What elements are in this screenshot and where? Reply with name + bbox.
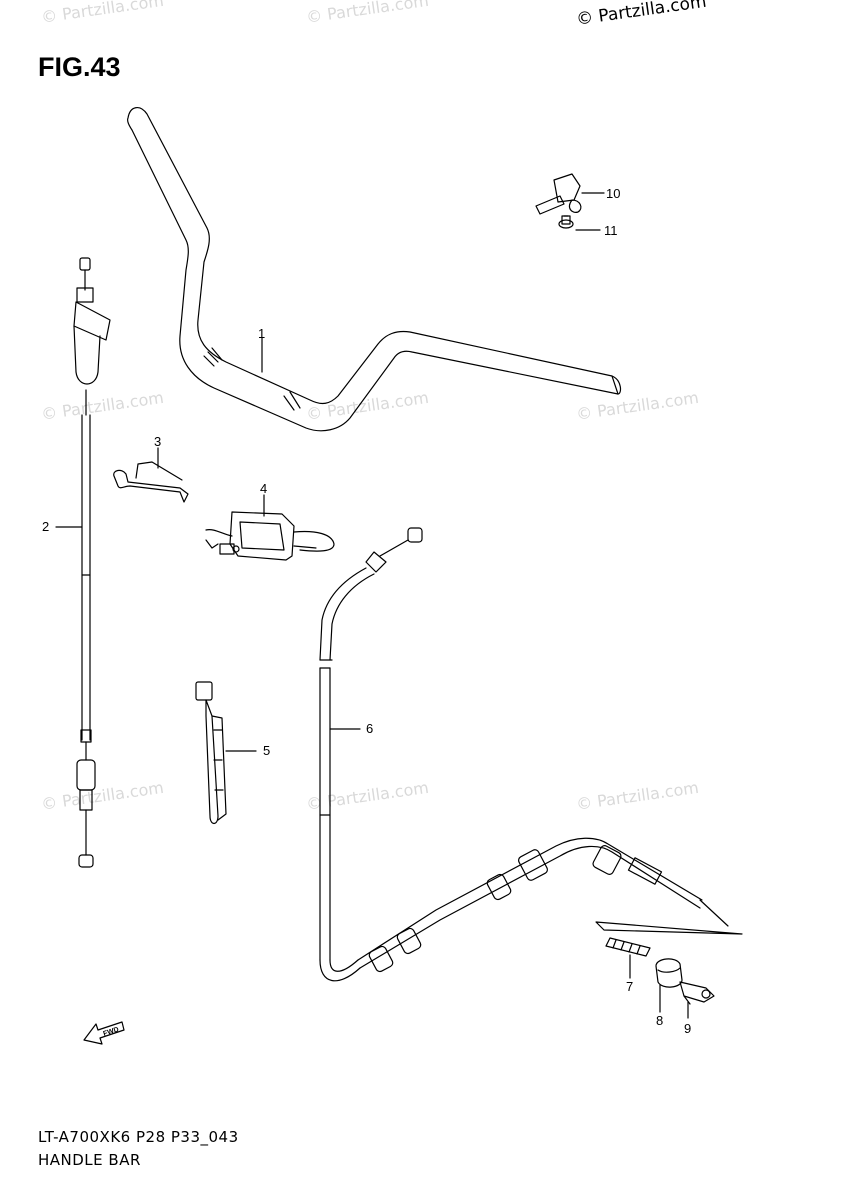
diagram-code: LT-A700XK6 P28 P33_043 — [38, 1128, 239, 1146]
callout-10: 10 — [606, 186, 620, 201]
callout-1: 1 — [258, 326, 265, 341]
cable-tie-part[interactable] — [195, 681, 227, 825]
callout-4: 4 — [260, 481, 267, 496]
figure-label: FIG.43 — [38, 52, 121, 82]
bolt-part[interactable] — [558, 215, 574, 229]
lever-bracket-part[interactable] — [535, 173, 582, 215]
callout-11: 11 — [604, 223, 618, 238]
callout-2: 2 — [42, 519, 49, 534]
section-name: HANDLE BAR — [38, 1151, 141, 1169]
collar-part[interactable] — [655, 958, 683, 988]
fwd-label: FWD — [102, 1026, 119, 1038]
throttle-cable-part[interactable] — [73, 257, 111, 868]
adjuster-part[interactable] — [679, 981, 715, 1005]
spring-part[interactable] — [605, 937, 651, 957]
fwd-arrow-icon — [83, 1021, 125, 1045]
bracket-part[interactable] — [205, 511, 335, 561]
handlebar-part[interactable] — [127, 107, 622, 432]
callout-6: 6 — [366, 721, 373, 736]
wire-clip-part[interactable] — [113, 461, 189, 503]
callout-7: 7 — [626, 979, 633, 994]
callout-8: 8 — [656, 1013, 663, 1028]
callout-9: 9 — [684, 1021, 691, 1036]
brake-cable-part[interactable] — [319, 527, 743, 982]
callout-5: 5 — [263, 743, 270, 758]
callout-3: 3 — [154, 434, 161, 449]
